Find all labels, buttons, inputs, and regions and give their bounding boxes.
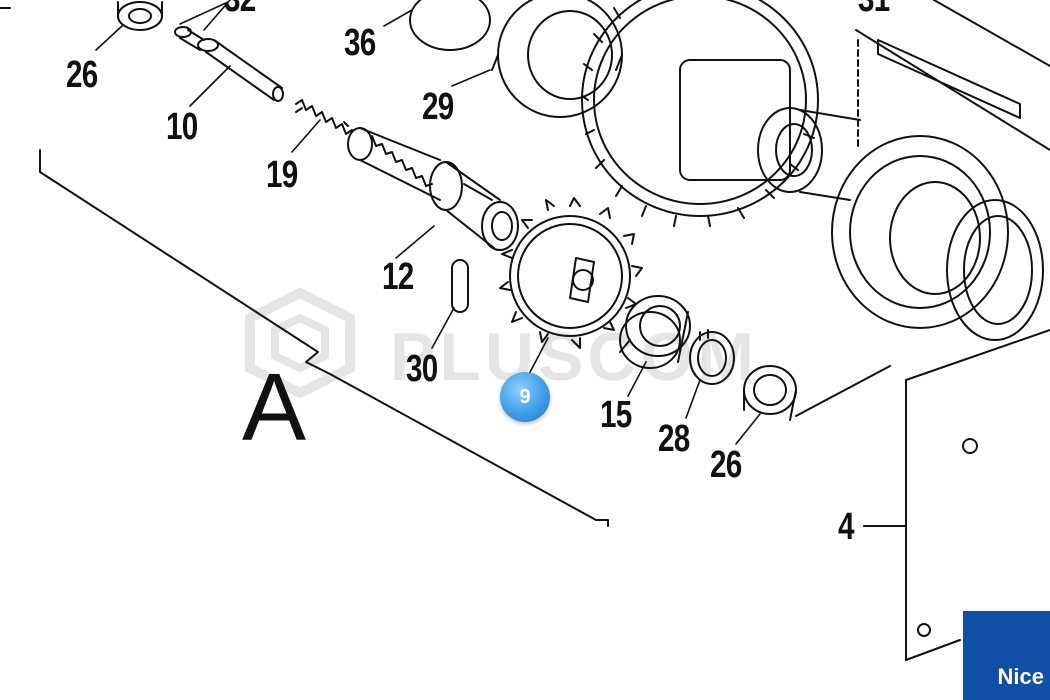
- part-label-12: 12: [382, 256, 414, 298]
- large-gear: [581, 0, 861, 227]
- housing-top: [855, 0, 1050, 151]
- leader-lines: [95, 0, 761, 445]
- part-hotspot-9[interactable]: 9: [500, 372, 550, 422]
- bushing-top-left: [117, 1, 163, 31]
- part-label-26-top: 26: [66, 54, 98, 96]
- part-label-36: 36: [344, 22, 376, 64]
- part-label-31: 31: [858, 0, 890, 18]
- part-label-19: 19: [266, 154, 298, 196]
- part-label-32: 32: [224, 0, 256, 18]
- part-label-4: 4: [838, 506, 854, 548]
- part-label-28: 28: [658, 418, 690, 460]
- pinion-shaft: [347, 127, 519, 251]
- brand-text: Nice: [997, 664, 1044, 689]
- bearing-29: [409, 0, 623, 118]
- bearing-right: [831, 135, 1044, 341]
- small-gear: [499, 197, 643, 349]
- brand-logo: Nice: [963, 611, 1050, 700]
- part-label-29: 29: [422, 86, 454, 128]
- key: [451, 259, 469, 313]
- part-label-10: 10: [166, 106, 198, 148]
- side-plate: [863, 329, 1050, 661]
- bushing-bottom: [743, 365, 891, 421]
- part-label-15: 15: [600, 394, 632, 436]
- pin-shaft: [174, 26, 284, 102]
- bearing-15: [619, 295, 691, 369]
- spring: [295, 99, 353, 135]
- base-plate-outline: [0, 7, 609, 527]
- part-label-26-bottom: 26: [710, 444, 742, 486]
- view-label: A: [242, 354, 307, 461]
- circlip: [689, 329, 735, 385]
- part-label-30: 30: [406, 348, 438, 390]
